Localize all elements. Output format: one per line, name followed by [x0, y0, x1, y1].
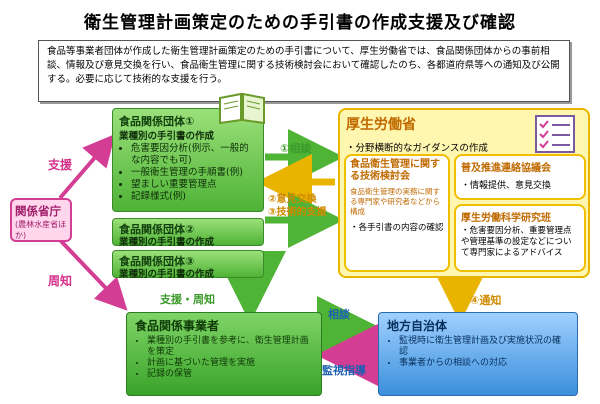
- bottom-consult-label: 相談: [328, 308, 350, 321]
- tech-label: ③技術的支援: [268, 207, 327, 218]
- page-title: 衛生管理計画策定のための手引書の作成支援及び確認: [84, 13, 516, 33]
- institute-box: 厚生労働科学研究班 ・危害要因分析、重要管理点や管理基準の設定などについて専門家…: [454, 204, 586, 272]
- notice-label: 周知: [48, 274, 73, 288]
- business-title: 食品関係事業者: [135, 319, 220, 333]
- support-arrow: [58, 133, 116, 200]
- group1-item: 記録様式(例): [131, 191, 257, 203]
- committee-box: 食品衛生管理に関する技術検討会 食品衛生管理の実務に関する専門家や研究者などから…: [344, 154, 450, 272]
- group2-heading: 業種別の手引書の作成: [119, 237, 215, 248]
- institute-title: 厚生労働科学研究班: [461, 213, 551, 224]
- local-box: 地方自治体 監視時に衛生管理計画及び実施状況の確認 事業者からの相談への対応: [378, 312, 578, 396]
- institute-item: ・危害要因分析、重要管理点や管理基準の設定などについて専門家によるアドバイス: [461, 226, 572, 258]
- group1-item: 危害要因分析(例示、一般的な内容でも可): [131, 143, 257, 167]
- notify-label: ④通知: [470, 294, 502, 307]
- ministries-title: 関係省庁: [15, 204, 61, 218]
- consult-label: ①相談: [280, 142, 312, 155]
- notice-arrow: [58, 238, 128, 311]
- business-item: 業種別の手引書を参考に、衛生管理計画を策定: [147, 336, 313, 358]
- book-icon: [219, 92, 265, 124]
- mhlw-title: 厚生労働省: [346, 117, 416, 133]
- ministries-sub: (農林水産省ほか): [15, 220, 67, 240]
- group1-heading: 業種別の手引書の作成: [119, 131, 215, 142]
- local-item: 監視時に衛生管理計画及び実施状況の確認: [399, 336, 569, 358]
- business-item: 計画に基づいた管理を実施: [147, 358, 313, 369]
- checklist-icon: [535, 115, 575, 153]
- group2-title: 食品関係団体②: [119, 223, 195, 236]
- group1-item: 望ましい重要管理点: [131, 179, 257, 191]
- committee-desc: 食品衛生管理の実務に関する専門家や研究者などから構成: [350, 187, 440, 216]
- intro-box: 食品等事業者団体が作成した衛生管理計画策定のための手引書について、厚生労働省では…: [38, 40, 570, 102]
- local-item: 事業者からの相談への対応: [399, 358, 569, 369]
- business-box: 食品関係事業者 業種別の手引書を参考に、衛生管理計画を策定 計画に基づいた管理を…: [126, 312, 322, 396]
- group1-box: 食品関係団体① 業種別の手引書の作成 危害要因分析(例示、一般的な内容でも可) …: [112, 108, 264, 212]
- committee-title: 食品衛生管理に関する技術検討会: [350, 159, 440, 182]
- support-notice-label: 支援・周知: [160, 293, 215, 306]
- council-item: ・情報提供、意見交換: [461, 181, 552, 191]
- group2-box: 食品関係団体② 業種別の手引書の作成: [112, 218, 264, 248]
- support-label: 支援: [48, 158, 73, 172]
- council-box: 普及推進連絡協議会 ・情報提供、意見交換: [454, 154, 586, 200]
- local-title: 地方自治体: [387, 319, 448, 333]
- mhlw-desc: ・分野横断的なガイダンスの作成: [346, 143, 488, 154]
- business-item: 記録の保管: [147, 369, 313, 380]
- council-title: 普及推進連絡協議会: [461, 163, 551, 174]
- group1-item: 一般衛生管理の手順書(例): [131, 167, 257, 179]
- bottom-guidance-label: 監視指導: [322, 364, 366, 377]
- ministries-box: 関係省庁 (農林水産省ほか): [10, 198, 72, 242]
- committee-item: ・各手引書の内容の確認: [350, 223, 444, 233]
- group3-box: 食品関係団体③ 業種別の手引書の作成: [112, 250, 264, 280]
- group1-title: 食品関係団体①: [119, 115, 195, 128]
- exchange-label: ②意見交換: [268, 194, 317, 205]
- group3-heading: 業種別の手引書の作成: [119, 269, 215, 280]
- group3-title: 食品関係団体③: [119, 255, 195, 268]
